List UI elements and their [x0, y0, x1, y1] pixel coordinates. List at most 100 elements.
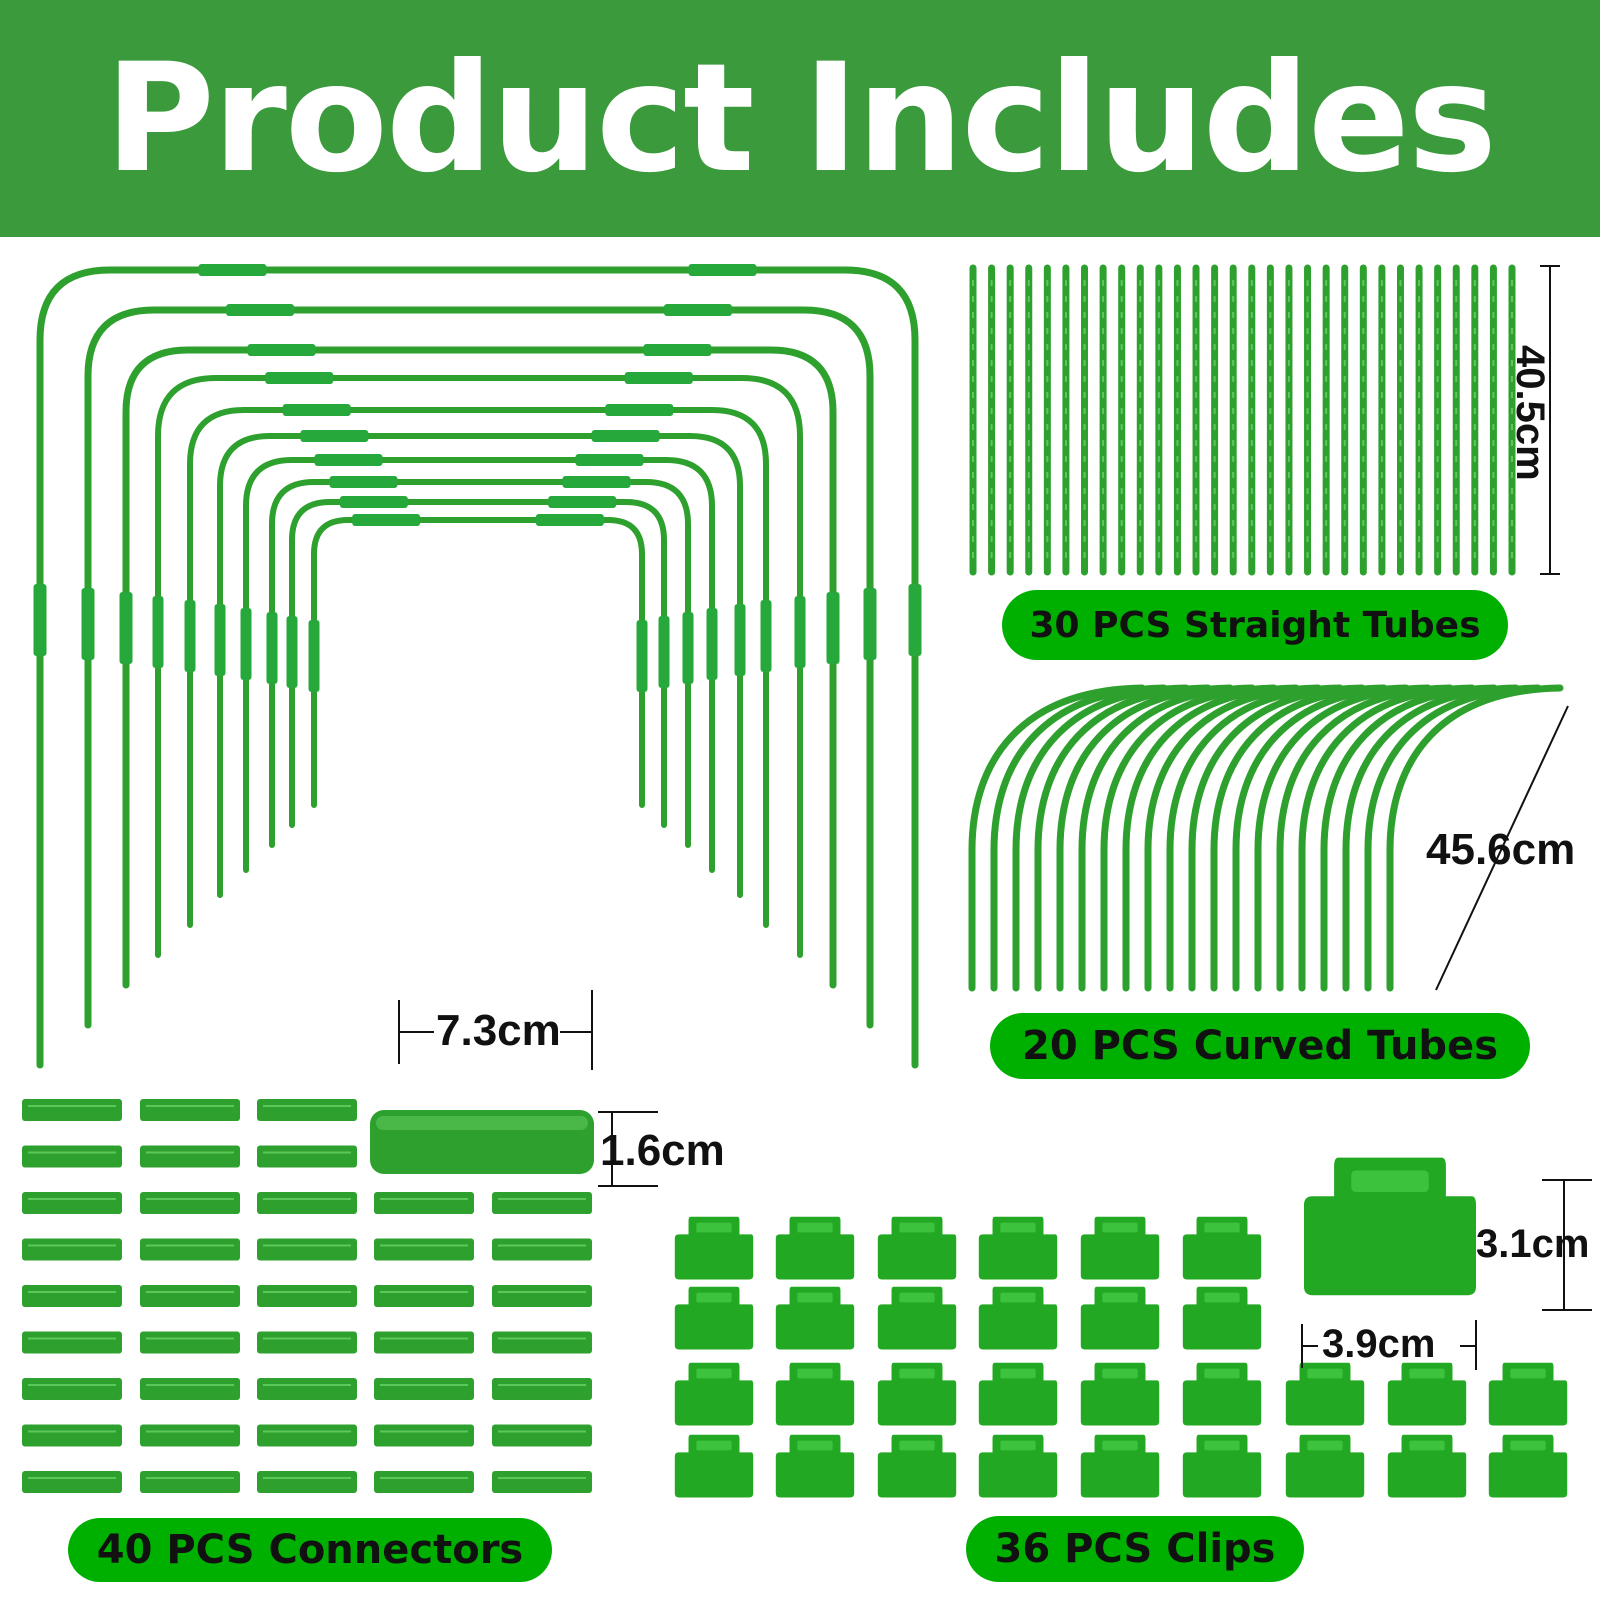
- clip-body: [1387, 1434, 1467, 1498]
- curved-tube: [1056, 684, 1234, 992]
- clip-body: [1182, 1362, 1262, 1426]
- clip-ridge: [1510, 1368, 1546, 1379]
- hoop-tube: [217, 433, 743, 898]
- curved-tube: [1386, 684, 1564, 992]
- hoop-tube: [36, 266, 919, 1069]
- hoop-tube: [289, 499, 667, 828]
- clip-piece: [1488, 1434, 1568, 1498]
- hoop-top-connector: [591, 430, 660, 442]
- connector-piece: [140, 1285, 240, 1307]
- clip-piece: [775, 1216, 855, 1280]
- clip-ridge: [1409, 1368, 1445, 1379]
- clip-piece: [775, 1286, 855, 1350]
- curved-tube: [1166, 684, 1344, 992]
- clip-piece: [1488, 1362, 1568, 1426]
- hoop-width-label: 7.3cm: [436, 1006, 561, 1055]
- curved-tube: [1254, 684, 1432, 992]
- hoop-top-connector: [643, 344, 712, 356]
- curved-tubes-group: [968, 684, 1564, 992]
- connector-piece: [257, 1238, 357, 1261]
- connectors-group: [22, 1099, 594, 1493]
- hoop-side-connector: [33, 584, 47, 656]
- straight-tubes-label: 30 PCS Straight Tubes: [1002, 590, 1508, 660]
- hoop-tube: [122, 346, 837, 989]
- connector-piece: [492, 1192, 592, 1214]
- assembled-hoops: [33, 264, 922, 1069]
- hoop-tube: [243, 457, 715, 873]
- clip-piece: [877, 1286, 957, 1350]
- hoop-tube: [311, 517, 645, 808]
- clip-body: [674, 1286, 754, 1350]
- clip-body: [877, 1216, 957, 1280]
- clip-ridge: [1204, 1368, 1240, 1379]
- clip-piece: [775, 1362, 855, 1426]
- clip-ridge: [1000, 1222, 1036, 1233]
- connector-piece: [22, 1099, 122, 1121]
- hoop-side-connector: [214, 604, 226, 676]
- clip-body: [674, 1434, 754, 1498]
- curved-tube: [1034, 684, 1212, 992]
- connector-piece: [257, 1331, 357, 1354]
- clip-width-label: 3.9cm: [1322, 1322, 1436, 1366]
- curved-tube: [968, 684, 1146, 992]
- connector-piece: [140, 1145, 240, 1168]
- clip-piece: [877, 1362, 957, 1426]
- large-clip: [1304, 1157, 1476, 1296]
- connector-piece: [257, 1192, 357, 1214]
- clip-ridge: [696, 1368, 732, 1379]
- clips-label: 36 PCS Clips: [966, 1516, 1304, 1582]
- connector-piece: [140, 1331, 240, 1354]
- hoop-top-connector: [605, 404, 674, 416]
- hoop-top-connector: [265, 372, 334, 384]
- connector-piece: [257, 1378, 357, 1400]
- hoop-tube: [155, 375, 803, 958]
- connector-piece: [140, 1378, 240, 1400]
- clip-body: [1182, 1216, 1262, 1280]
- clip-piece: [978, 1362, 1058, 1426]
- curved-tube: [990, 684, 1168, 992]
- curved-tube: [1144, 684, 1322, 992]
- clip-ridge: [899, 1440, 935, 1451]
- hoop-top-connector: [575, 454, 644, 466]
- straight-tube-length-label: 40.5cm: [1508, 345, 1552, 481]
- hoop-side-connector: [636, 620, 648, 692]
- connector-piece: [257, 1471, 357, 1493]
- hoop-side-connector: [706, 608, 718, 680]
- hoop-top-connector: [535, 514, 604, 526]
- clip-body: [775, 1362, 855, 1426]
- clip-ridge: [696, 1222, 732, 1233]
- connector-piece: [492, 1471, 592, 1493]
- clip-piece: [877, 1216, 957, 1280]
- connector-piece: [374, 1424, 474, 1447]
- hoop-side-connector: [152, 596, 164, 668]
- connector-piece: [257, 1145, 357, 1168]
- hoop-top-connector: [548, 496, 617, 508]
- hoop-top-connector: [562, 476, 631, 488]
- clip-piece: [1387, 1434, 1467, 1498]
- clip-body: [877, 1434, 957, 1498]
- hoop-top-connector: [226, 304, 295, 316]
- hoop-tube: [269, 479, 691, 848]
- large-connector-highlight: [376, 1116, 588, 1130]
- clip-ridge: [696, 1292, 732, 1303]
- header-banner: Product Includes: [0, 0, 1600, 237]
- connector-piece: [140, 1471, 240, 1493]
- clip-ridge: [899, 1368, 935, 1379]
- clip-ridge: [899, 1292, 935, 1303]
- curved-tube: [1100, 684, 1278, 992]
- clip-ridge: [1000, 1440, 1036, 1451]
- clip-body: [1488, 1362, 1568, 1426]
- clip-piece: [674, 1362, 754, 1426]
- clip-ridge: [1000, 1368, 1036, 1379]
- hoop-side-connector: [308, 620, 320, 692]
- connector-piece: [140, 1424, 240, 1447]
- hoop-top-connector: [339, 496, 408, 508]
- hoop-top-connector: [282, 404, 351, 416]
- clip-piece: [1080, 1362, 1160, 1426]
- hoop-side-connector: [81, 588, 95, 660]
- hoop-top-connector: [198, 264, 267, 276]
- clip-body: [978, 1216, 1058, 1280]
- clip-ridge: [1510, 1440, 1546, 1451]
- clip-ridge: [1351, 1170, 1429, 1192]
- hoop-side-connector: [266, 612, 278, 684]
